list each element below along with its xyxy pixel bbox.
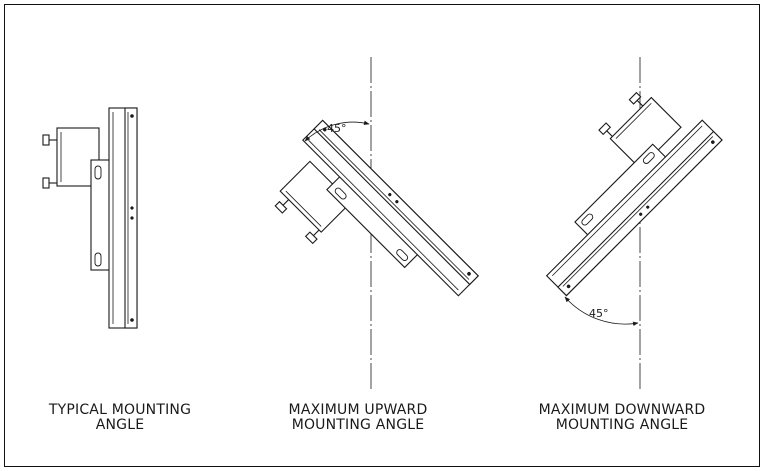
caption-downward: MAXIMUM DOWNWARD MOUNTING ANGLE bbox=[527, 403, 717, 433]
drawing-frame: 45° 45° TYPICAL MOUNTING ANGLE MAXIMUM U… bbox=[4, 4, 760, 467]
caption-typical: TYPICAL MOUNTING ANGLE bbox=[35, 403, 205, 433]
caption-typical-line1: TYPICAL MOUNTING bbox=[48, 402, 192, 418]
caption-upward-line2: MOUNTING ANGLE bbox=[291, 417, 425, 433]
downward-angle-arc bbox=[564, 296, 639, 327]
downward-angle-label: 45° bbox=[589, 307, 609, 320]
mounting-angle-drawing: 45° 45° bbox=[42, 57, 723, 390]
typical-unit bbox=[42, 107, 138, 329]
caption-downward-line2: MOUNTING ANGLE bbox=[555, 417, 689, 433]
caption-typical-line2: ANGLE bbox=[95, 417, 145, 433]
caption-upward-line1: MAXIMUM UPWARD bbox=[288, 402, 428, 418]
caption-downward-line1: MAXIMUM DOWNWARD bbox=[538, 402, 706, 418]
caption-upward: MAXIMUM UPWARD MOUNTING ANGLE bbox=[273, 403, 443, 433]
upward-unit bbox=[255, 119, 479, 343]
upward-angle-arc bbox=[304, 120, 370, 142]
upward-angle-label: 45° bbox=[327, 122, 347, 135]
downward-unit bbox=[499, 72, 723, 297]
